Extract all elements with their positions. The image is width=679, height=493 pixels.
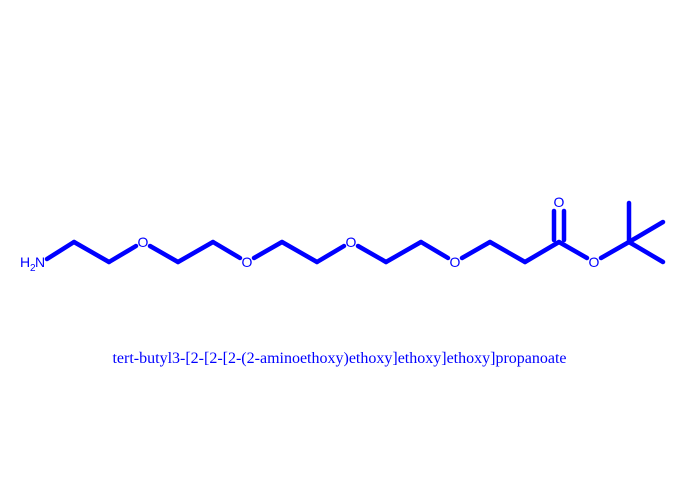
carbonyl-oxygen-label: O [554,194,565,210]
ester-oxygen-label: O [589,254,600,270]
ether-oxygen-3-label: O [346,234,357,250]
bond-16 [556,239,590,261]
bond-20 [626,239,666,265]
bond-13 [459,239,493,261]
amine-h-label: H [20,254,30,270]
bond-1 [44,239,77,262]
bond-7 [251,239,285,261]
bond-12 [418,239,451,261]
bond-19 [626,219,666,245]
bond-6 [210,239,243,261]
ether-oxygen-4-label: O [450,254,461,270]
bond-9 [314,243,347,265]
bond-2 [71,239,112,265]
compound-name-caption: tert-butyl3-[2-[2-[2-(2-aminoethoxy)etho… [112,350,567,367]
bond-3 [106,243,139,265]
bond-15 [522,239,562,265]
ether-oxygen-1-label: O [138,234,149,250]
bond-lines [44,200,666,265]
bond-4 [147,243,181,265]
bond-10 [355,243,389,265]
bond-8 [279,239,320,265]
amine-subscript-label: 2 [30,263,36,274]
amine-n-label: N [35,254,45,270]
bond-17 [598,239,632,261]
bond-5 [175,239,216,265]
ether-oxygen-2-label: O [242,254,253,270]
bond-11 [383,239,424,265]
bond-14 [487,239,528,265]
